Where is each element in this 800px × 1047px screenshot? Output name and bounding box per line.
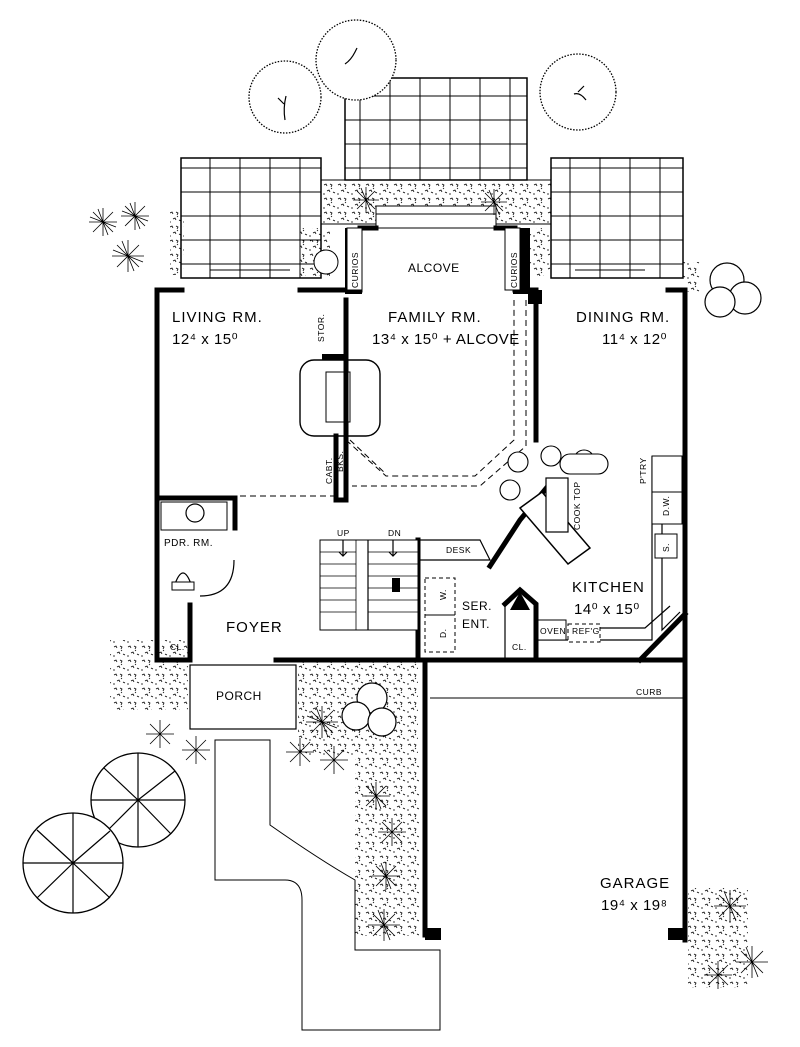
right-terrace <box>550 157 684 279</box>
tree-right <box>539 53 617 131</box>
curios-left-cabinet <box>346 227 363 291</box>
cooktop-label: COOK TOP <box>572 481 582 530</box>
garage-dim: 19⁴ x 19⁸ <box>601 897 667 914</box>
kitchen-name: KITCHEN <box>572 579 645 596</box>
laundry <box>424 577 536 661</box>
porch-label: PORCH <box>216 689 262 703</box>
service-entry-label-1: SER. <box>462 599 492 613</box>
oven-label: OVEN <box>540 626 566 636</box>
dining-room-name: DINING RM. <box>576 309 670 326</box>
garage-name: GARAGE <box>600 875 670 892</box>
left-terrace <box>180 157 322 279</box>
curb-label: CURB <box>636 687 662 697</box>
closet-service-label: CL. <box>512 642 527 652</box>
dishwasher-label: D.W. <box>661 496 671 516</box>
porch-slab <box>189 664 297 730</box>
stairs-up-label: UP <box>337 528 350 538</box>
ceiling-lines <box>230 300 527 497</box>
storage-label: STOR. <box>316 314 326 342</box>
front-walkway <box>214 739 441 1031</box>
curios-right-cabinet <box>504 227 521 291</box>
pantry-label: P'TRY <box>638 457 648 484</box>
family-room-name: FAMILY RM. <box>388 309 482 326</box>
living-room-dim: 12⁴ x 15⁰ <box>172 331 238 348</box>
sink-label: S. <box>661 543 671 552</box>
powder-room-label: PDR. RM. <box>164 538 213 549</box>
desk <box>418 539 491 561</box>
dryer-label: D. <box>438 629 448 639</box>
curios-right-label: CURIOS <box>509 252 519 288</box>
fireplace <box>299 297 381 503</box>
umbrella-tree-2 <box>22 812 124 914</box>
tree-left <box>248 60 322 134</box>
refrigerator-label: REF'G <box>572 626 600 636</box>
desk-label: DESK <box>446 545 471 555</box>
powder-room-fixtures <box>160 501 228 591</box>
stairs-down-label: DN <box>388 528 401 538</box>
living-room-name: LIVING RM. <box>172 309 263 326</box>
dining-room-dim: 11⁴ x 12⁰ <box>602 331 667 348</box>
family-room-dim: 13⁴ x 15⁰ + ALCOVE <box>372 331 520 348</box>
foyer-label: FOYER <box>226 619 283 636</box>
closet-foyer-label: CL. <box>170 642 185 652</box>
umbrella-tree-1 <box>90 752 186 848</box>
kitchen-dim: 14⁰ x 15⁰ <box>574 601 640 618</box>
staircase <box>319 539 419 631</box>
service-entry-label-2: ENT. <box>462 617 490 631</box>
tree-center <box>315 19 397 101</box>
kitchen-counters <box>499 445 683 643</box>
curios-left-label: CURIOS <box>350 252 360 288</box>
patio-terraces <box>180 77 684 279</box>
cabinet-label: CABT. <box>324 457 334 484</box>
alcove-label: ALCOVE <box>408 261 460 275</box>
shrub-cluster <box>89 187 768 989</box>
washer-label: W. <box>438 589 448 600</box>
interior-walls <box>154 482 689 664</box>
books-label: BKS. <box>335 451 345 472</box>
